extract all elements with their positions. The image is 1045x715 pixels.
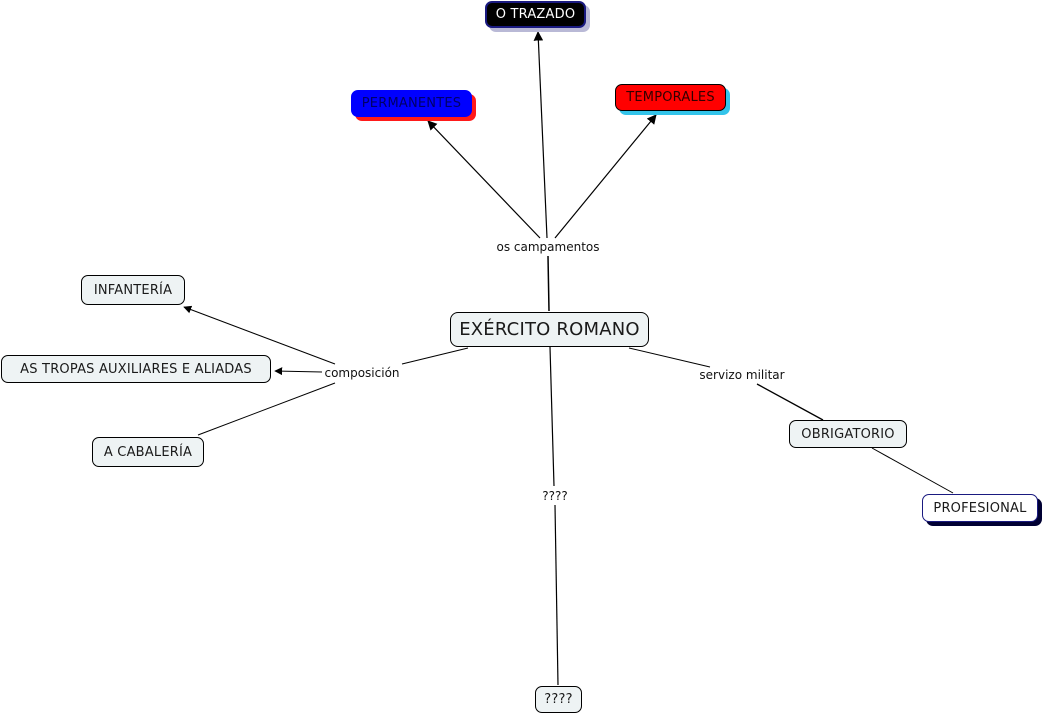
concept-cabaleria[interactable]: A CABALERÍA xyxy=(92,437,204,467)
line-main-to-unknown-label xyxy=(549,346,555,487)
line-composicion-to-infanteria xyxy=(183,305,336,365)
concept-o-trazado[interactable]: O TRAZADO xyxy=(485,1,586,28)
concept-tropas-auxiliares[interactable]: AS TROPAS AUXILIARES E ALIADAS xyxy=(1,355,271,383)
concept-temporales[interactable]: TEMPORALES xyxy=(615,84,726,111)
concept-infanteria[interactable]: INFANTERÍA xyxy=(81,275,185,305)
line-campamentos-to-temporales xyxy=(554,114,657,239)
concept-permanentes[interactable]: PERMANENTES xyxy=(351,90,472,117)
line-campamentos-to-trazado xyxy=(533,31,548,239)
concept-profesional[interactable]: PROFESIONAL xyxy=(922,494,1038,522)
concept-obrigatorio[interactable]: OBRIGATORIO xyxy=(789,420,907,448)
line-composicion-to-tropas xyxy=(274,367,323,376)
link-label-unknown[interactable]: ???? xyxy=(540,489,570,503)
line-composicion-to-cabaleria xyxy=(197,382,336,436)
line-obrigatorio-to-profesional xyxy=(871,447,954,494)
line-main-to-servizo xyxy=(628,347,711,368)
line-campamentos-to-permanentes xyxy=(427,120,541,239)
line-main-to-composicion xyxy=(401,347,469,365)
concept-unknown[interactable]: ???? xyxy=(535,686,582,713)
line-unknown-label-to-unknown-node xyxy=(554,504,559,686)
link-label-servizo-militar[interactable]: servizo militar xyxy=(697,368,787,382)
link-label-composicion[interactable]: composición xyxy=(322,366,402,380)
line-main-to-campamentos xyxy=(547,255,550,312)
link-label-os-campamentos[interactable]: os campamentos xyxy=(494,240,602,254)
line-servizo-to-obrigatorio xyxy=(756,383,824,421)
concept-exercito-romano[interactable]: EXÉRCITO ROMANO xyxy=(450,312,649,347)
